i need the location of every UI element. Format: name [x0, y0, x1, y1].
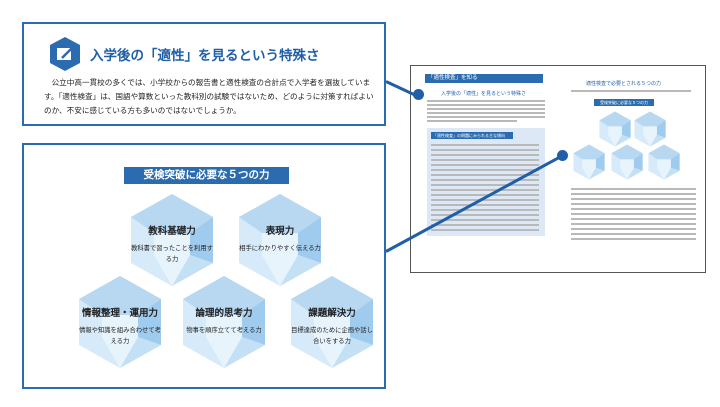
section-intro: 入学後の「適性」を見るという特殊さ 公立中高一貫校の多くでは、小学校からの報告書… — [22, 22, 386, 126]
power-desc: 物事を順序立てて考える力 — [186, 327, 262, 334]
preview-text-line — [431, 144, 539, 146]
preview-text-line — [431, 184, 539, 186]
section-body: 公立中高一貫校の多くでは、小学校からの報告書と適性検査の合計点で入学者を選抜して… — [44, 78, 374, 115]
power-name: 表現力 — [265, 226, 295, 237]
power-desc: 相手にわかりやすく伝える力 — [239, 245, 321, 252]
power-hexagon: 論理的思考力物事を順序立てて考える力 — [182, 275, 266, 369]
preview-text-line — [571, 218, 696, 220]
preview-text-line — [431, 149, 539, 151]
power-hexagon: 情報整理・運用力情報や知識を組み合わせて考える力 — [78, 275, 162, 369]
preview-text-line — [431, 219, 539, 221]
preview-text-line — [571, 208, 696, 210]
preview-text-line — [427, 108, 545, 110]
preview-text-line — [571, 238, 696, 240]
preview-text-line — [571, 193, 696, 195]
five-powers-title: 受検突破に必要な５つの力 — [124, 167, 289, 184]
preview-hexagon — [599, 111, 631, 151]
power-desc: 教科書で習ったことを利用する力 — [131, 245, 213, 263]
preview-text-line — [427, 104, 545, 106]
power-hexagon: 表現力相手にわかりやすく伝える力 — [238, 193, 322, 287]
preview-left-box: 「適性検査」の問題にみられる主な傾向 — [427, 128, 545, 236]
preview-text-line — [571, 228, 696, 230]
power-hexagon: 課題解決力目標達成のために企画や話し合いをする力 — [290, 275, 374, 369]
preview-text-line — [431, 154, 539, 156]
preview-text-line — [431, 164, 539, 166]
preview-text-line — [571, 233, 696, 235]
page-preview: 「適性検査」を知る 入学後の「適性」を見るという特殊さ 「適性検査」の問題にみら… — [410, 65, 706, 273]
preview-text-line — [431, 204, 539, 206]
preview-text-line — [571, 198, 696, 200]
power-name: 課題解決力 — [308, 308, 356, 319]
preview-left-box-title: 「適性検査」の問題にみられる主な傾向 — [431, 132, 513, 139]
connector-dot — [557, 150, 568, 161]
power-name: 論理的思考力 — [195, 308, 253, 319]
section-title: 入学後の「適性」を見るという特殊さ — [90, 48, 320, 64]
power-desc: 目標達成のために企画や話し合いをする力 — [291, 327, 373, 345]
connector-dot — [413, 89, 424, 100]
preview-text-line — [431, 199, 539, 201]
preview-hexagon — [648, 144, 680, 184]
preview-text-line — [431, 224, 539, 226]
power-name: 教科基礎力 — [148, 226, 196, 237]
notebook-pencil-icon — [50, 37, 80, 71]
preview-text-line — [427, 112, 545, 114]
preview-text-line — [431, 214, 539, 216]
preview-right-title: 適性検査で必要とされる５つの力 — [586, 81, 662, 87]
preview-header: 「適性検査」を知る — [425, 74, 543, 83]
preview-hexagon — [573, 144, 605, 184]
preview-text-line — [431, 159, 539, 161]
preview-right-box-title: 受検突破に必要な５つの力 — [594, 99, 654, 106]
preview-hexagon — [611, 144, 643, 184]
preview-text-line — [431, 189, 539, 191]
preview-text-line — [571, 203, 696, 205]
preview-text-line — [431, 179, 539, 181]
power-hexagon: 教科基礎力教科書で習ったことを利用する力 — [130, 193, 214, 287]
preview-text-line — [427, 116, 545, 118]
preview-left-title: 入学後の「適性」を見るという特殊さ — [441, 91, 527, 97]
preview-text-line — [571, 188, 696, 190]
preview-text-line — [431, 174, 539, 176]
preview-hexagon — [634, 111, 666, 151]
preview-text-line — [431, 169, 539, 171]
five-powers-panel: 受検突破に必要な５つの力 教科基礎力教科書で習ったことを利用する力表現力相手にわ… — [22, 143, 386, 389]
preview-text-line — [571, 223, 696, 225]
power-name: 情報整理・運用力 — [81, 308, 158, 319]
preview-text-line — [571, 213, 696, 215]
preview-text-line — [571, 90, 691, 92]
preview-text-line — [431, 229, 539, 231]
preview-text-line — [431, 209, 539, 211]
preview-text-line — [427, 120, 517, 122]
power-desc: 情報や知識を組み合わせて考える力 — [79, 327, 161, 345]
preview-text-line — [427, 100, 545, 102]
